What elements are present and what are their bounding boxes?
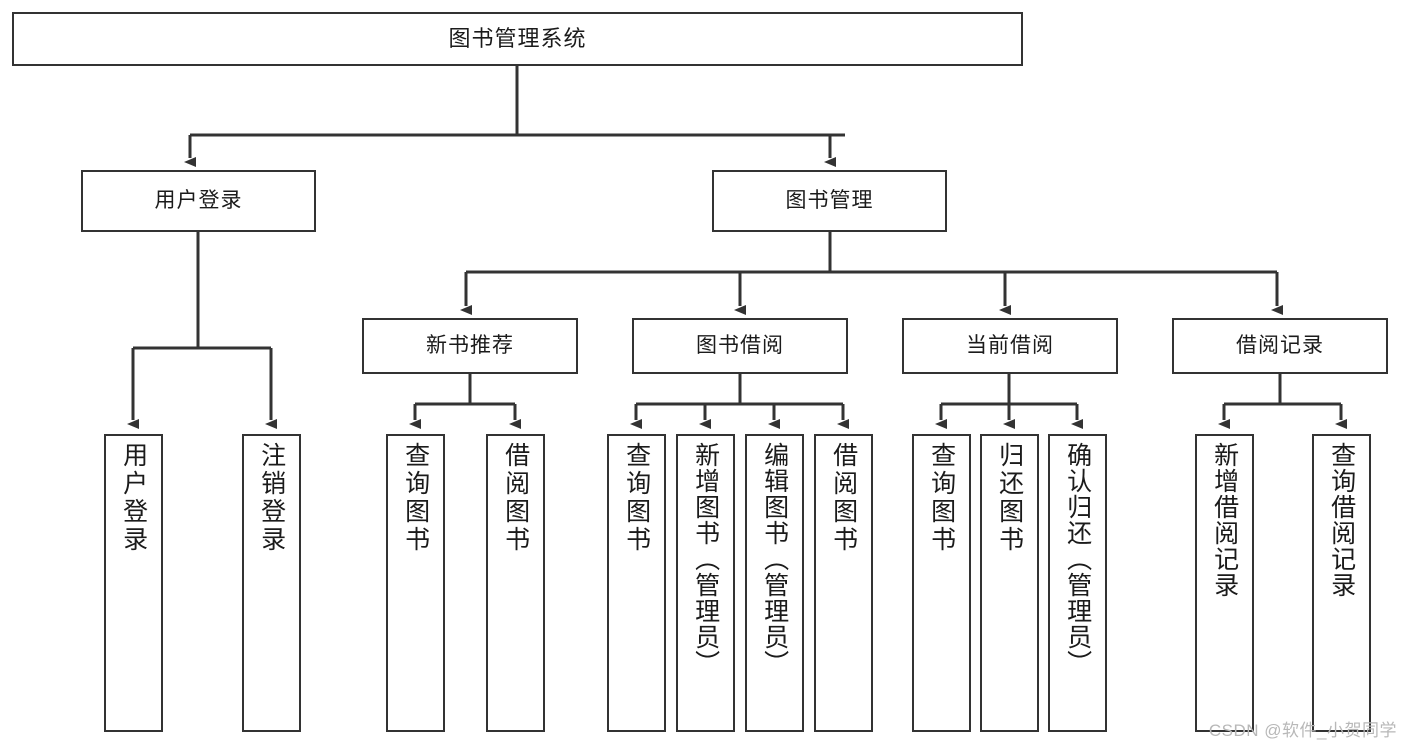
node-label: 图书借阅 [696,333,784,357]
csdn-watermark: CSDN @软件_小贺同学 [1208,721,1397,740]
node-label: 查询图书 [927,442,956,554]
edge-borrowrecord-to-leaves [1218,374,1347,429]
node-leaf-borrow-book-recommend[interactable]: 借阅图书 [486,434,545,732]
node-user-login[interactable]: 用户登录 [81,170,316,232]
node-label: 用户登录 [119,442,148,554]
node-leaf-add-borrow-record[interactable]: 新增借阅记录 [1195,434,1254,732]
node-label: 注销登录 [257,442,286,554]
node-label: 查询借阅记录 [1327,442,1356,598]
node-leaf-borrow-book[interactable]: 借阅图书 [814,434,873,732]
node-label: 借阅图书 [829,442,858,554]
node-label: 新增借阅记录 [1210,442,1239,598]
edge-bookmanage-to-level3 [460,232,1283,315]
node-leaf-return-book[interactable]: 归还图书 [980,434,1039,732]
node-label: 借阅记录 [1236,333,1324,357]
node-leaf-user-login[interactable]: 用户登录 [104,434,163,732]
node-leaf-query-book-current[interactable]: 查询图书 [912,434,971,732]
node-root-book-management-system[interactable]: 图书管理系统 [12,12,1023,66]
node-leaf-query-book-recommend[interactable]: 查询图书 [386,434,445,732]
node-leaf-logout-login[interactable]: 注销登录 [242,434,301,732]
node-book-management[interactable]: 图书管理 [712,170,947,232]
node-label: 借阅图书 [501,442,530,554]
node-label: 图书管理系统 [448,26,587,52]
node-label: 确认归还（管理员） [1063,442,1092,676]
node-borrow-record[interactable]: 借阅记录 [1172,318,1388,374]
node-label: 新书推荐 [426,333,514,357]
node-new-book-recommend[interactable]: 新书推荐 [362,318,578,374]
node-label: 用户登录 [154,188,243,212]
edge-bookborrow-to-leaves [630,374,849,429]
node-label: 编辑图书（管理员） [760,442,789,676]
node-book-borrow[interactable]: 图书借阅 [632,318,848,374]
edge-currentborrow-to-leaves [935,374,1083,429]
node-label: 查询图书 [622,442,651,554]
node-leaf-query-book-borrow[interactable]: 查询图书 [607,434,666,732]
edge-userlogin-to-leaves [127,232,277,429]
node-label: 当前借阅 [966,333,1054,357]
node-label: 归还图书 [995,442,1024,554]
edge-root-to-level2 [184,66,845,167]
edge-newbook-to-leaves [409,374,521,429]
node-label: 图书管理 [785,188,874,212]
node-label: 查询图书 [401,442,430,554]
node-leaf-add-book-admin[interactable]: 新增图书（管理员） [676,434,735,732]
node-leaf-edit-book-admin[interactable]: 编辑图书（管理员） [745,434,804,732]
node-current-borrow[interactable]: 当前借阅 [902,318,1118,374]
node-leaf-confirm-return-admin[interactable]: 确认归还（管理员） [1048,434,1107,732]
node-label: 新增图书（管理员） [691,442,720,676]
node-leaf-query-borrow-record[interactable]: 查询借阅记录 [1312,434,1371,732]
